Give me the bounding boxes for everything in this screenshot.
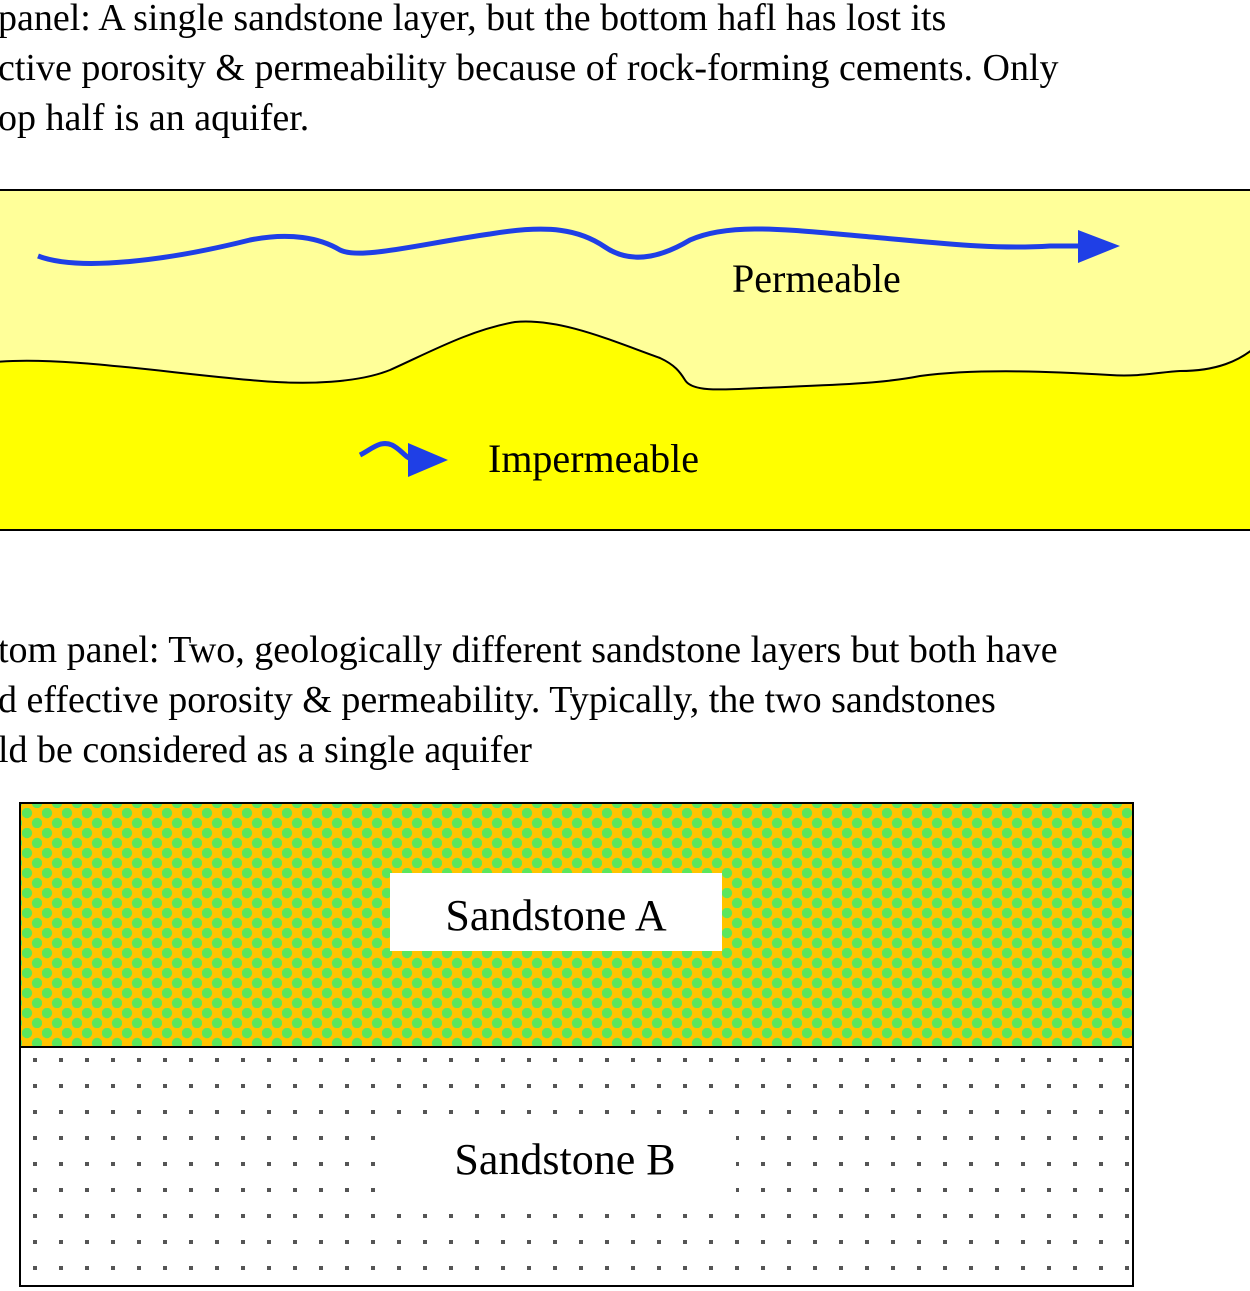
- impermeable-layer: [0, 321, 1250, 530]
- permeability-boundary-line: [0, 320, 1250, 391]
- bottom-panel-border: [19, 802, 1134, 1287]
- bottom-panel-caption: tom panel: Two, geologically different s…: [0, 625, 1058, 775]
- sandstone-a-label: Sandstone A: [445, 891, 666, 940]
- top-panel: Permeable Impermeable: [0, 189, 1250, 531]
- bottom-panel: Sandstone A Sandstone B: [19, 802, 1134, 1287]
- impermeable-label: Impermeable: [488, 436, 699, 481]
- bottom-caption-line-3: ld be considered as a single aquifer: [0, 729, 532, 771]
- bottom-caption-line-1: tom panel: Two, geologically different s…: [0, 629, 1058, 671]
- slow-flow-arrowhead: [408, 443, 448, 477]
- bottom-caption-line-2: d effective porosity & permeability. Typ…: [0, 679, 996, 721]
- sandstone-b-label-box: [396, 1124, 736, 1192]
- sandstone-a-label-box: [390, 873, 722, 951]
- slow-flow-arrow: [358, 441, 415, 463]
- top-caption-line-2: ctive porosity & permeability because of…: [0, 47, 1059, 89]
- fast-flow-arrowhead: [1078, 230, 1120, 263]
- top-caption-line-3: op half is an aquifer.: [0, 97, 310, 139]
- sandstone-b-label: Sandstone B: [454, 1135, 675, 1184]
- top-caption-line-1: panel: A single sandstone layer, but the…: [0, 0, 947, 39]
- top-panel-caption: panel: A single sandstone layer, but the…: [0, 0, 1059, 143]
- permeable-label: Permeable: [732, 256, 901, 301]
- fast-flow-arrow: [37, 226, 1088, 266]
